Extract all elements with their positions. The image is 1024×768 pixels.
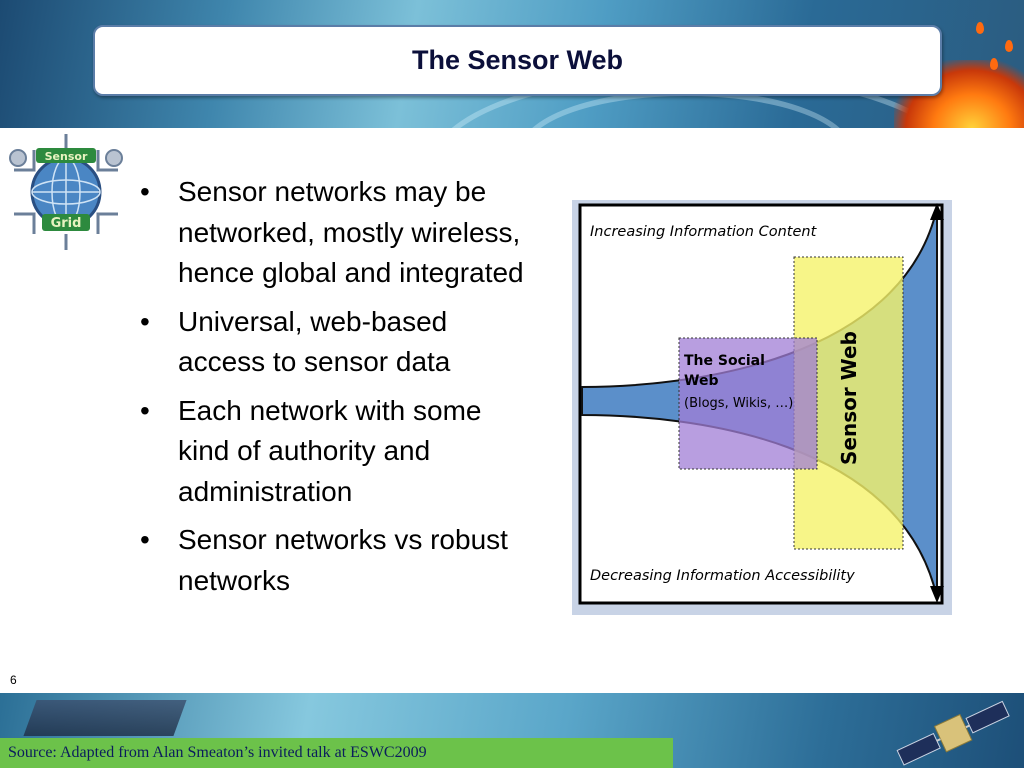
- arrow-up-icon: [930, 203, 944, 220]
- bullet-item: • Universal, web-based access to sensor …: [140, 302, 530, 383]
- bullet-text: Sensor networks may be networked, mostly…: [178, 176, 524, 288]
- bottom-axis-label: Decreasing Information Accessibility: [590, 568, 855, 584]
- bullet-marker: •: [140, 524, 150, 555]
- sensor-grid-logo: Sensor Grid: [9, 134, 123, 250]
- social-web-examples: (Blogs, Wikis, …): [684, 396, 793, 411]
- bullet-item: • Each network with some kind of authori…: [140, 391, 530, 513]
- title-box: The Sensor Web: [93, 25, 942, 96]
- droplet-icon: [990, 58, 998, 70]
- bullet-text: Universal, web-based access to sensor da…: [178, 305, 451, 378]
- circuit-board-decoration: [23, 700, 187, 736]
- social-web-title: The Social: [684, 353, 765, 369]
- bullet-text: Each network with some kind of authority…: [178, 394, 482, 507]
- bullet-item: • Sensor networks vs robust networks: [140, 520, 530, 601]
- logo-text-bottom: Grid: [51, 216, 82, 231]
- sensor-web-diagram: Increasing Information Content Decreasin…: [578, 203, 944, 605]
- bullet-marker: •: [140, 176, 150, 207]
- bullet-text: Sensor networks vs robust networks: [178, 524, 508, 596]
- social-web-region: [678, 337, 818, 470]
- slide-title: The Sensor Web: [411, 45, 624, 75]
- social-web-title-2: Web: [684, 373, 718, 389]
- diagram-frame: Increasing Information Content Decreasin…: [572, 200, 952, 615]
- bullet-marker: •: [140, 305, 150, 337]
- top-axis-label: Increasing Information Content: [590, 224, 818, 240]
- bullet-item: • Sensor networks may be networked, most…: [140, 172, 530, 294]
- page-number: 6: [10, 673, 17, 687]
- bullet-marker: •: [140, 394, 150, 426]
- logo-text-top: Sensor: [45, 150, 88, 163]
- droplet-icon: [976, 22, 984, 34]
- sensor-web-label: Sensor Web: [837, 331, 861, 465]
- arrow-down-icon: [930, 586, 944, 603]
- bullet-list: • Sensor networks may be networked, most…: [140, 172, 530, 609]
- source-bar: Source: Adapted from Alan Smeaton’s invi…: [0, 738, 673, 768]
- droplet-icon: [1005, 40, 1013, 52]
- satellite-icon: [896, 700, 1010, 766]
- source-citation: Source: Adapted from Alan Smeaton’s invi…: [8, 744, 427, 761]
